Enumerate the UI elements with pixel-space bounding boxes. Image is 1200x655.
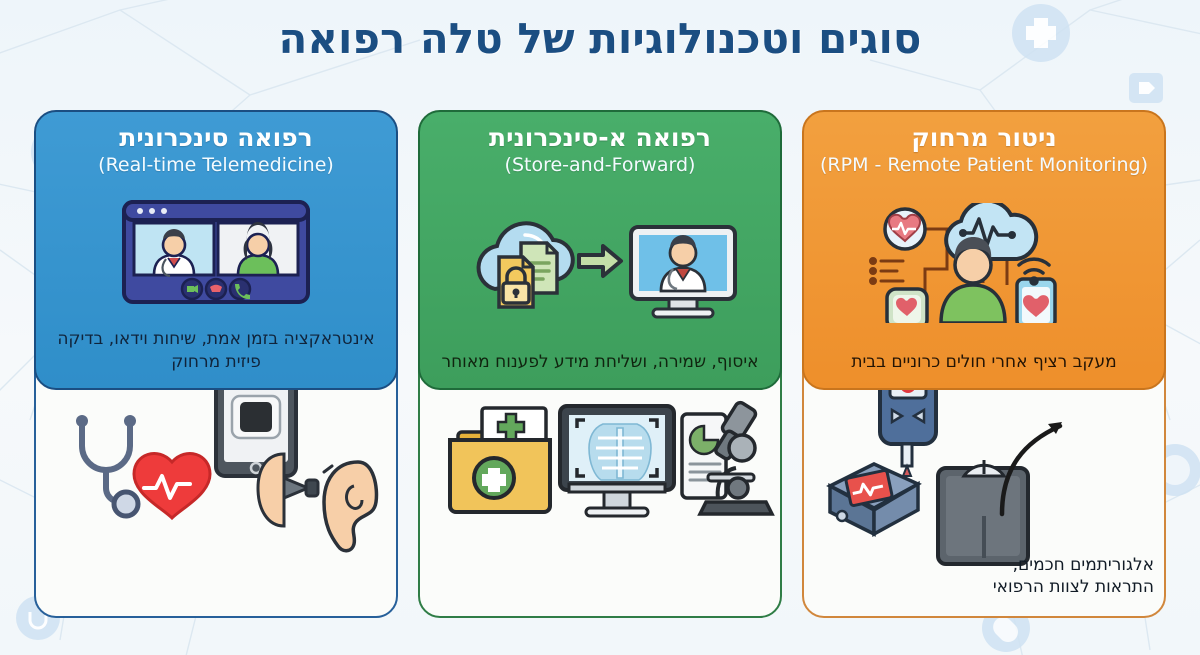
card-synchronous-description: אינטראקציה בזמן אמת, שיחות וידאו, בדיקה …: [57, 329, 375, 373]
card-asynchronous-description: איסוף, שמירה, ושליחת מידע לפענוח מאוחר: [441, 352, 759, 373]
card-asynchronous-title-he: רפואה א-סינכרונית: [489, 123, 711, 152]
doctor-avatar: [152, 228, 196, 278]
patient-avatar: [236, 221, 280, 277]
secure-document-icon: [497, 255, 535, 310]
cloud-secure-files-to-monitor-icon: [476, 221, 737, 319]
monitor-doctor-icon: [629, 225, 737, 319]
otoscope-ear-icon: [256, 452, 379, 553]
heart-monitor-badge: [883, 207, 927, 252]
card-asynchronous[interactable]: נפוץ בדרמטולוגיה, רדיולוגיה, פתולוגיה רפ…: [418, 110, 782, 618]
weight-scale-icon: [936, 460, 1030, 566]
arrow-right-icon: [577, 244, 623, 279]
card-synchronous-header-art: [36, 176, 396, 328]
cards-container: כולל ציוד היקפי רפואה סינכרונית (Real-ti…: [0, 110, 1200, 630]
card-rpm-header-art: [804, 176, 1164, 351]
lock-icon: [501, 266, 531, 306]
xray-monitor-icon: [558, 404, 676, 518]
tablet-device-icon: [214, 362, 298, 478]
card-asynchronous-header: רפואה א-סינכרונית (Store-and-Forward): [418, 110, 782, 390]
patient-avatar: [939, 237, 1007, 324]
video-call-window-icon: [122, 199, 310, 304]
call-control-buttons: [180, 277, 252, 301]
card-asynchronous-title-en: (Store-and-Forward): [504, 153, 696, 176]
curved-arrow-icon: [999, 422, 1063, 517]
card-synchronous-title-he: רפואה סינכרונית: [119, 123, 313, 152]
card-rpm-title-he: ניטור מרחוק: [911, 123, 1057, 152]
data-lines-icon: [869, 257, 905, 286]
smartwatch-icon: [885, 287, 929, 324]
page-title: סוגים וטכנולוגיות של טלה רפואה: [278, 14, 922, 63]
pulse-oximeter-icon: [826, 462, 922, 537]
microscope-icon: [697, 400, 775, 516]
card-asynchronous-header-art: [420, 176, 780, 351]
card-rpm-description: מעקב רציף אחרי חולים כרוניים בבית: [851, 352, 1117, 373]
wifi-icon: [1017, 257, 1051, 287]
stethoscope-icon: [76, 415, 141, 519]
heart-pulse-icon: [132, 452, 212, 521]
patient-connected-devices-cloud-icon: [869, 203, 1057, 324]
card-synchronous[interactable]: כולל ציוד היקפי רפואה סינכרונית (Real-ti…: [34, 110, 398, 618]
card-synchronous-title-en: (Real-time Telemedicine): [98, 153, 334, 176]
card-rpm-note: אלגוריתמים חכמים, התראות לצוות הרפואי: [992, 554, 1154, 597]
medical-folder-icon: [448, 406, 552, 514]
card-rpm[interactable]: אלגוריתמים חכמים, התראות לצוות הרפואי ני…: [802, 110, 1166, 618]
card-rpm-title-en: (RPM - Remote Patient Monitoring): [820, 153, 1148, 176]
card-rpm-header: ניטור מרחוק (RPM - Remote Patient Monito…: [802, 110, 1166, 390]
phone-heart-icon: [1015, 277, 1057, 324]
card-synchronous-header: רפואה סינכרונית (Real-time Telemedicine): [34, 110, 398, 390]
